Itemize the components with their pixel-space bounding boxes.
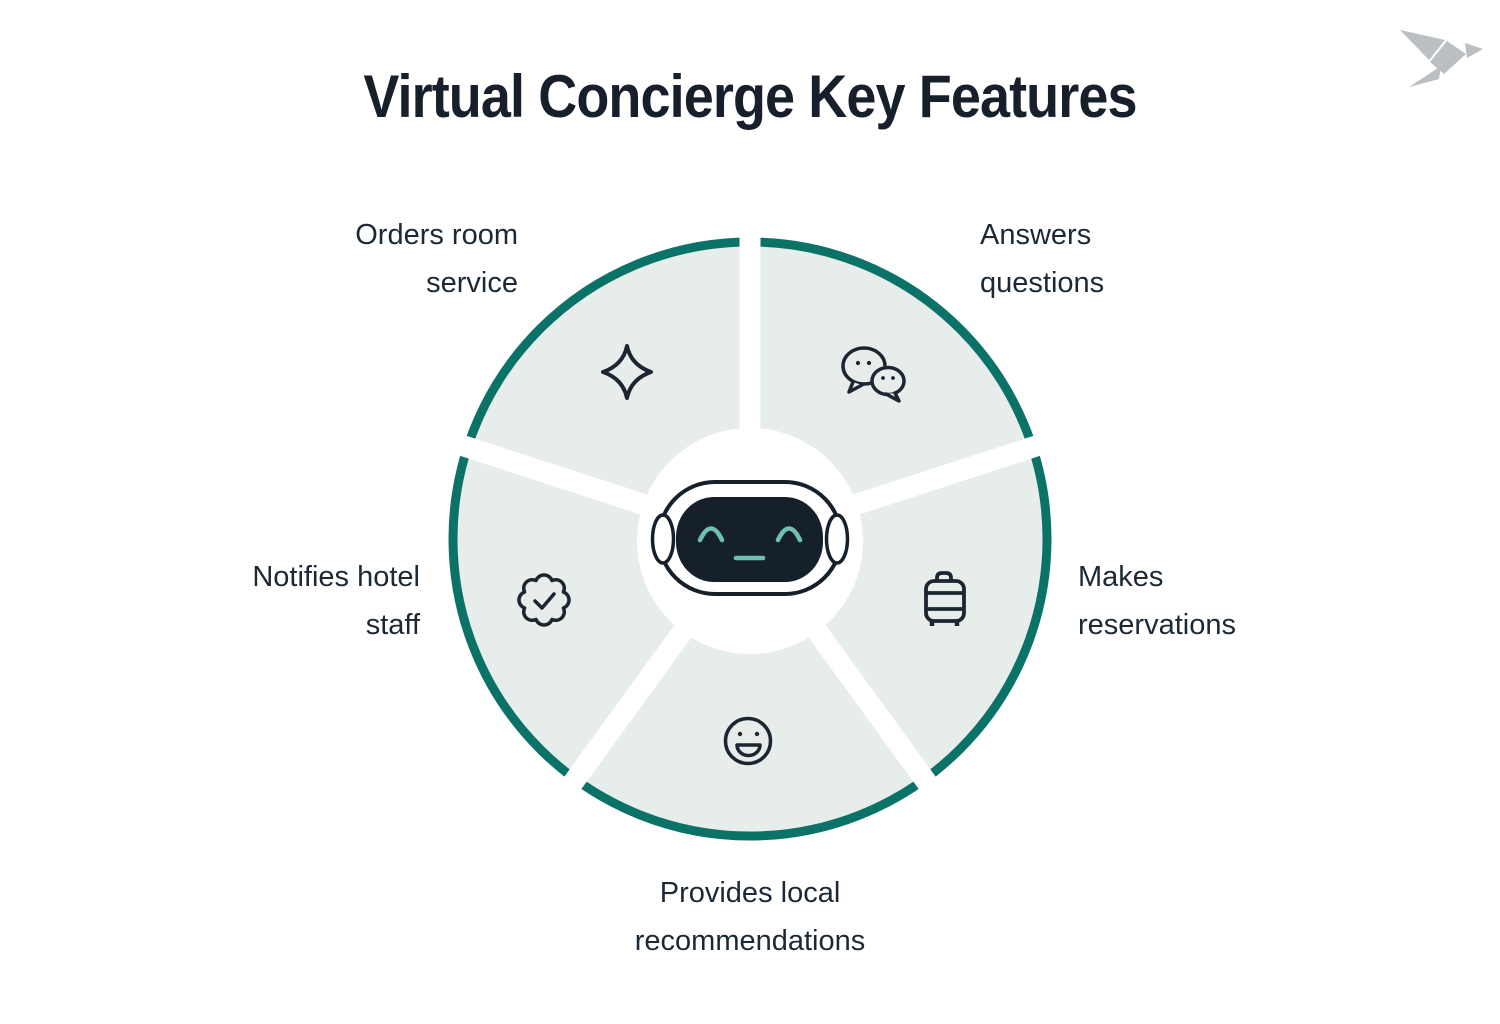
logo-head <box>1465 43 1483 58</box>
robot-face <box>650 480 850 596</box>
origami-bird-logo <box>1400 30 1483 87</box>
label-orders-room-service: Orders room service <box>355 219 518 299</box>
label-provides-local-recommendations: Provides local recommendations <box>634 877 866 957</box>
logo-tail <box>1409 66 1441 87</box>
logo-wing <box>1400 30 1445 60</box>
robot-ear-left <box>650 513 676 565</box>
robot-expression <box>697 526 803 561</box>
page-title: Virtual Concierge Key Features <box>363 63 1137 130</box>
label-answers-questions: Answers questions <box>980 219 1105 299</box>
sparkle-icon <box>601 344 653 400</box>
verified-badge-icon <box>517 573 571 627</box>
robot-ear-right <box>824 513 850 565</box>
suitcase-icon <box>924 571 966 626</box>
smiley-face-icon <box>723 716 773 766</box>
chat-bubbles-icon <box>841 346 906 403</box>
label-notifies-hotel-staff: Notifies hotel staff <box>252 561 420 641</box>
logo-body <box>1430 41 1466 74</box>
label-makes-reservations: Makes reservations <box>1078 561 1236 641</box>
robot-screen <box>676 497 823 582</box>
